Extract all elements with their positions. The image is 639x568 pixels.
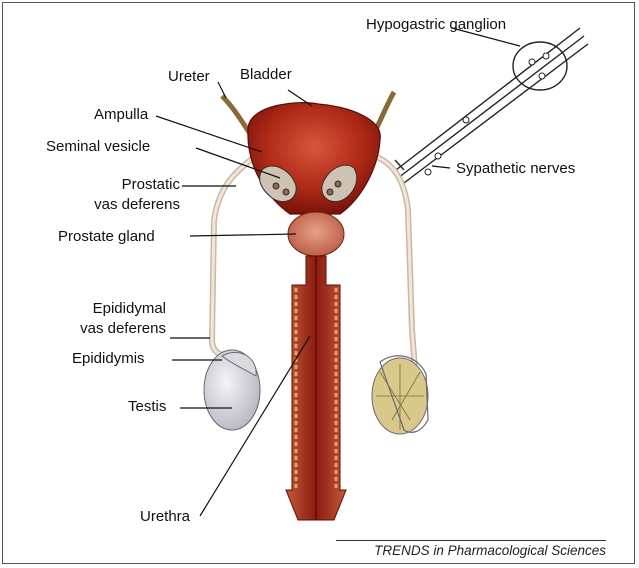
label-ampulla: Ampulla	[94, 106, 148, 124]
label-hypogastric-ganglion: Hypogastric ganglion	[366, 16, 506, 34]
label-epididymis: Epididymis	[72, 350, 145, 368]
label-ureter: Ureter	[168, 68, 210, 86]
label-testis: Testis	[128, 398, 166, 416]
label-prostatic-vas-deferens: vas deferens	[72, 196, 180, 214]
label-epididymal: Epididymal	[56, 300, 166, 318]
ganglion-cells	[425, 53, 549, 175]
bladder	[248, 103, 380, 214]
left-vas-deferens	[212, 150, 262, 356]
label-seminal-vesicle: Seminal vesicle	[46, 138, 150, 156]
label-urethra: Urethra	[140, 508, 190, 526]
label-epididymal-vas-deferens: vas deferens	[56, 320, 166, 338]
figure-source-credit: TRENDS in Pharmacological Sciences	[336, 540, 606, 558]
label-prostatic: Prostatic	[72, 176, 180, 194]
label-bladder: Bladder	[240, 66, 292, 84]
label-sympathetic-nerves: Sypathetic nerves	[456, 160, 575, 178]
label-prostate-gland: Prostate gland	[58, 228, 155, 246]
prostate-gland	[288, 212, 344, 256]
